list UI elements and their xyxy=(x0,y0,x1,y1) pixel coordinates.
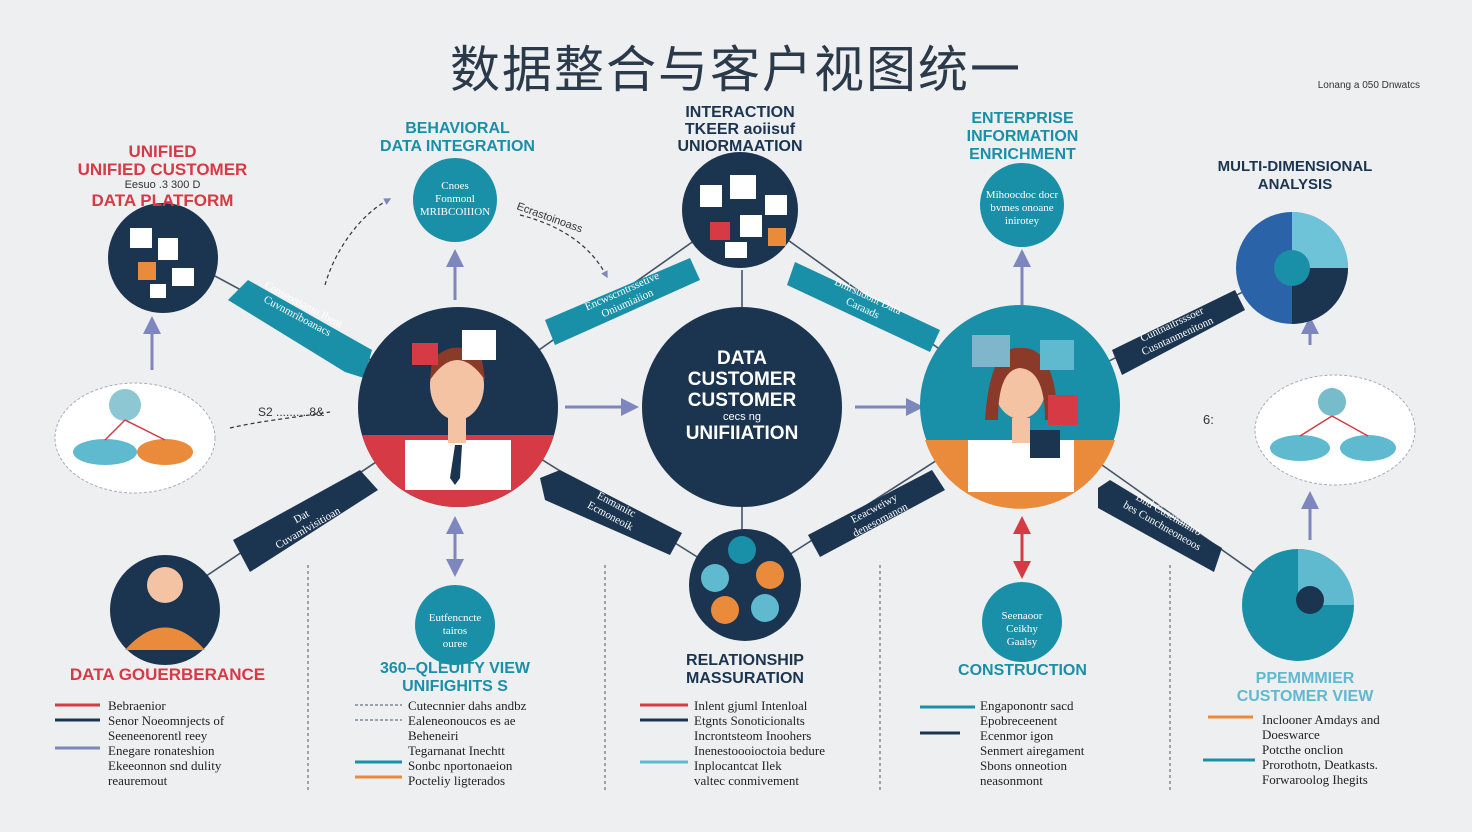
band-interaction-left xyxy=(545,258,700,345)
page-title: 数据整合与客户视图统一 xyxy=(450,41,1022,99)
premier-circle xyxy=(1242,549,1354,661)
band-multi xyxy=(1112,290,1245,375)
band-left-bottom xyxy=(233,470,378,572)
center-text: DATA CUSTOMER CUSTOMER cecs ng UNIFIIATI… xyxy=(685,348,799,444)
governance-label: DATA GOUERBERANCE xyxy=(69,665,266,684)
band-mid-left xyxy=(540,470,682,555)
enterprise-circle xyxy=(980,163,1064,247)
band-interaction-right xyxy=(787,262,940,352)
puzzle-circle-left xyxy=(108,203,218,313)
band-mid-right xyxy=(808,470,945,557)
person-circle-left xyxy=(358,307,558,507)
governance-circle xyxy=(110,555,220,665)
band-left-top xyxy=(228,280,372,378)
left-header: UNIFIED UNIFIED CUSTOMER Eesuo .3 300 D … xyxy=(77,142,248,210)
infographic-right xyxy=(1254,374,1416,486)
band-enterprise-bottom xyxy=(1098,480,1222,572)
infographic-left xyxy=(54,382,216,494)
multi-annotation: 6: xyxy=(1203,412,1214,427)
analysis-pie-circle xyxy=(1236,212,1348,324)
person-circle-right xyxy=(920,305,1120,509)
construction-circle xyxy=(982,582,1062,662)
behavioral-circle xyxy=(413,158,497,242)
relationship-circle xyxy=(689,529,801,641)
puzzle-circle-interaction xyxy=(682,152,798,268)
construction-header: CONSTRUCTION xyxy=(958,662,1087,679)
center-circle xyxy=(642,307,842,507)
view360-circle xyxy=(415,585,495,665)
left-annotation: S2 ......... 8& xyxy=(258,405,325,419)
corner-caption: Lonang a 050 Dnwatcs xyxy=(1317,80,1420,91)
